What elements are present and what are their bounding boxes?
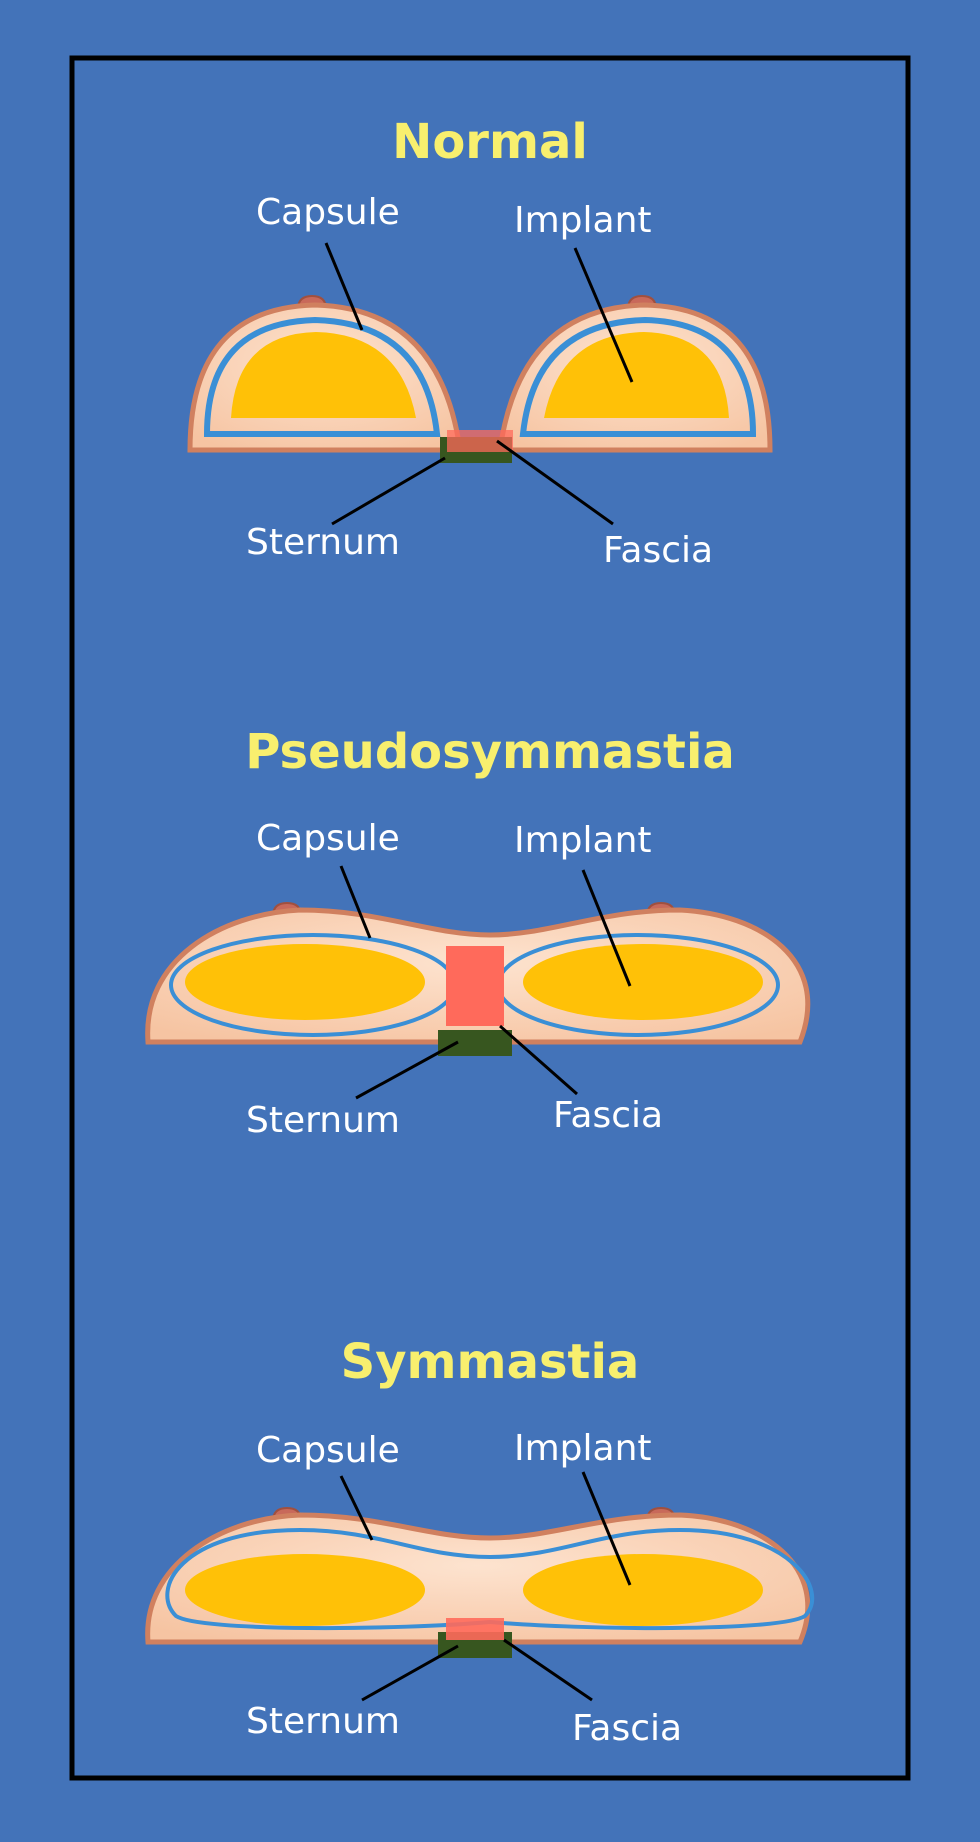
capsule — [203, 316, 441, 437]
panel-title: Symmastia — [341, 1334, 640, 1390]
panel-title: Normal — [392, 114, 588, 170]
implant-leader — [581, 1471, 632, 1586]
capsule-leader — [339, 865, 372, 939]
left-implant — [185, 1554, 425, 1626]
sternum-label: Sternum — [246, 522, 400, 563]
capsule-label: Capsule — [256, 1430, 400, 1471]
fascia-label: Fascia — [603, 530, 713, 571]
implant — [231, 332, 416, 418]
right-implant — [523, 944, 763, 1020]
capsule — [519, 316, 757, 437]
implant-label: Implant — [514, 820, 652, 861]
sternum — [438, 1030, 512, 1056]
capsule-leader — [324, 242, 364, 331]
capsule-leader — [339, 1475, 374, 1541]
implant-leader — [573, 247, 634, 383]
sternum-label: Sternum — [246, 1100, 400, 1141]
fascia — [446, 946, 504, 1026]
fascia-leader — [499, 1024, 578, 1096]
sternum-leader — [331, 456, 446, 526]
fascia — [447, 430, 513, 452]
implant-label: Implant — [514, 1428, 652, 1469]
frame-border — [69, 55, 911, 1781]
panel-title: Pseudosymmastia — [245, 724, 735, 780]
implant — [544, 332, 729, 418]
panel-symmastia: Symmastia Capsule Implant Sternum Fascia — [145, 1334, 815, 1749]
fascia-leader — [496, 439, 614, 526]
capsule-label: Capsule — [256, 192, 400, 233]
panel-normal: Normal Capsule Implant Sternum Fascia — [187, 114, 773, 571]
capsule-label: Capsule — [256, 818, 400, 859]
fascia-label: Fascia — [572, 1708, 682, 1749]
implant-label: Implant — [514, 200, 652, 241]
right-implant — [523, 1554, 763, 1626]
left-implant — [185, 944, 425, 1020]
sternum-leader — [361, 1644, 459, 1702]
fascia — [446, 1618, 504, 1640]
sternum-leader — [355, 1040, 459, 1100]
fascia-label: Fascia — [553, 1095, 663, 1136]
left-breast — [187, 294, 463, 453]
fascia-leader — [503, 1638, 593, 1702]
sternum-label: Sternum — [246, 1701, 400, 1742]
panel-pseudosymmastia: Pseudosymmastia Capsule Implant Sternum … — [145, 724, 811, 1141]
implant-leader — [581, 869, 632, 987]
right-breast — [497, 294, 773, 453]
